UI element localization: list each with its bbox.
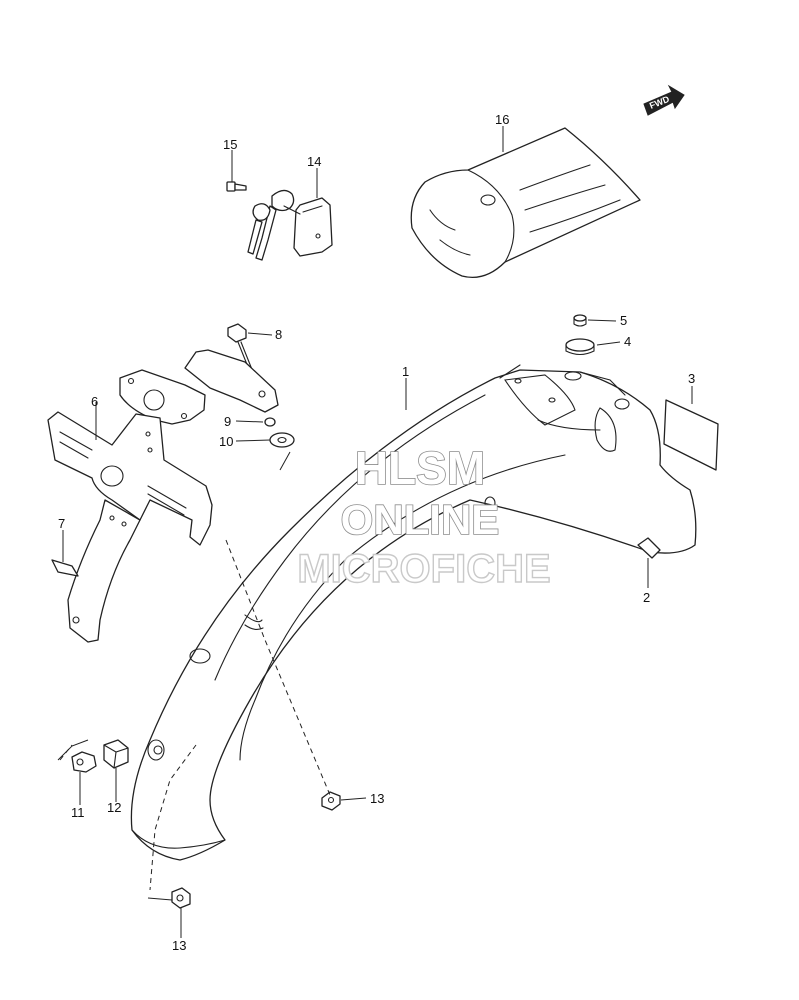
callout-6: 6 [91,394,98,409]
part-13-nut-lower [171,887,191,909]
part-3-reflector-sheet [663,399,719,471]
callout-7: 7 [58,516,65,531]
part-7-pad [51,559,79,577]
callout-11: 11 [71,805,85,820]
callout-12: 12 [107,800,121,815]
watermark-line-3: MICROFICHE [297,547,550,591]
part-13-nut-upper [321,791,341,811]
callout-10: 10 [219,434,233,449]
callout-5: 5 [620,313,627,328]
mounting-bracket [119,349,279,425]
callout-2: 2 [643,590,650,605]
callout-15: 15 [223,137,237,152]
fwd-arrow-icon [643,84,685,116]
callout-1: 1 [402,364,409,379]
callout-14: 14 [307,154,321,169]
callout-labels: 1 2 3 4 5 6 7 8 9 10 11 12 13 13 14 15 1… [58,112,695,953]
watermark-line-1: HLSM [355,442,485,494]
part-5-collar [573,314,587,327]
callout-13-lower: 13 [172,938,186,953]
part-14-seat-lock [247,189,333,261]
fwd-direction-badge: FWD [643,84,685,116]
callout-13-upper: 13 [370,791,384,806]
part-12-bushing [103,739,129,769]
part-16-seat-cowl [410,127,641,279]
part-10-cushion [269,432,295,448]
callout-3: 3 [688,371,695,386]
part-1-rear-fender [130,364,697,861]
leader-lines [57,126,693,938]
callout-8: 8 [275,327,282,342]
callout-4: 4 [624,334,631,349]
part-2-rubber-pad [637,537,661,559]
part-6-license-bracket [47,411,213,643]
watermark: HLSM ONLINE MICROFICHE [297,441,552,592]
callout-9: 9 [224,414,231,429]
part-9-collar [264,417,276,427]
callout-16: 16 [495,112,509,127]
part-8-bolt [227,323,254,373]
assembly-dash-lines [59,539,331,891]
part-11-grommet [71,751,97,773]
part-15-screw [226,181,247,192]
watermark-line-2: ONLINE [341,496,500,543]
part-4-cushion [565,338,595,356]
